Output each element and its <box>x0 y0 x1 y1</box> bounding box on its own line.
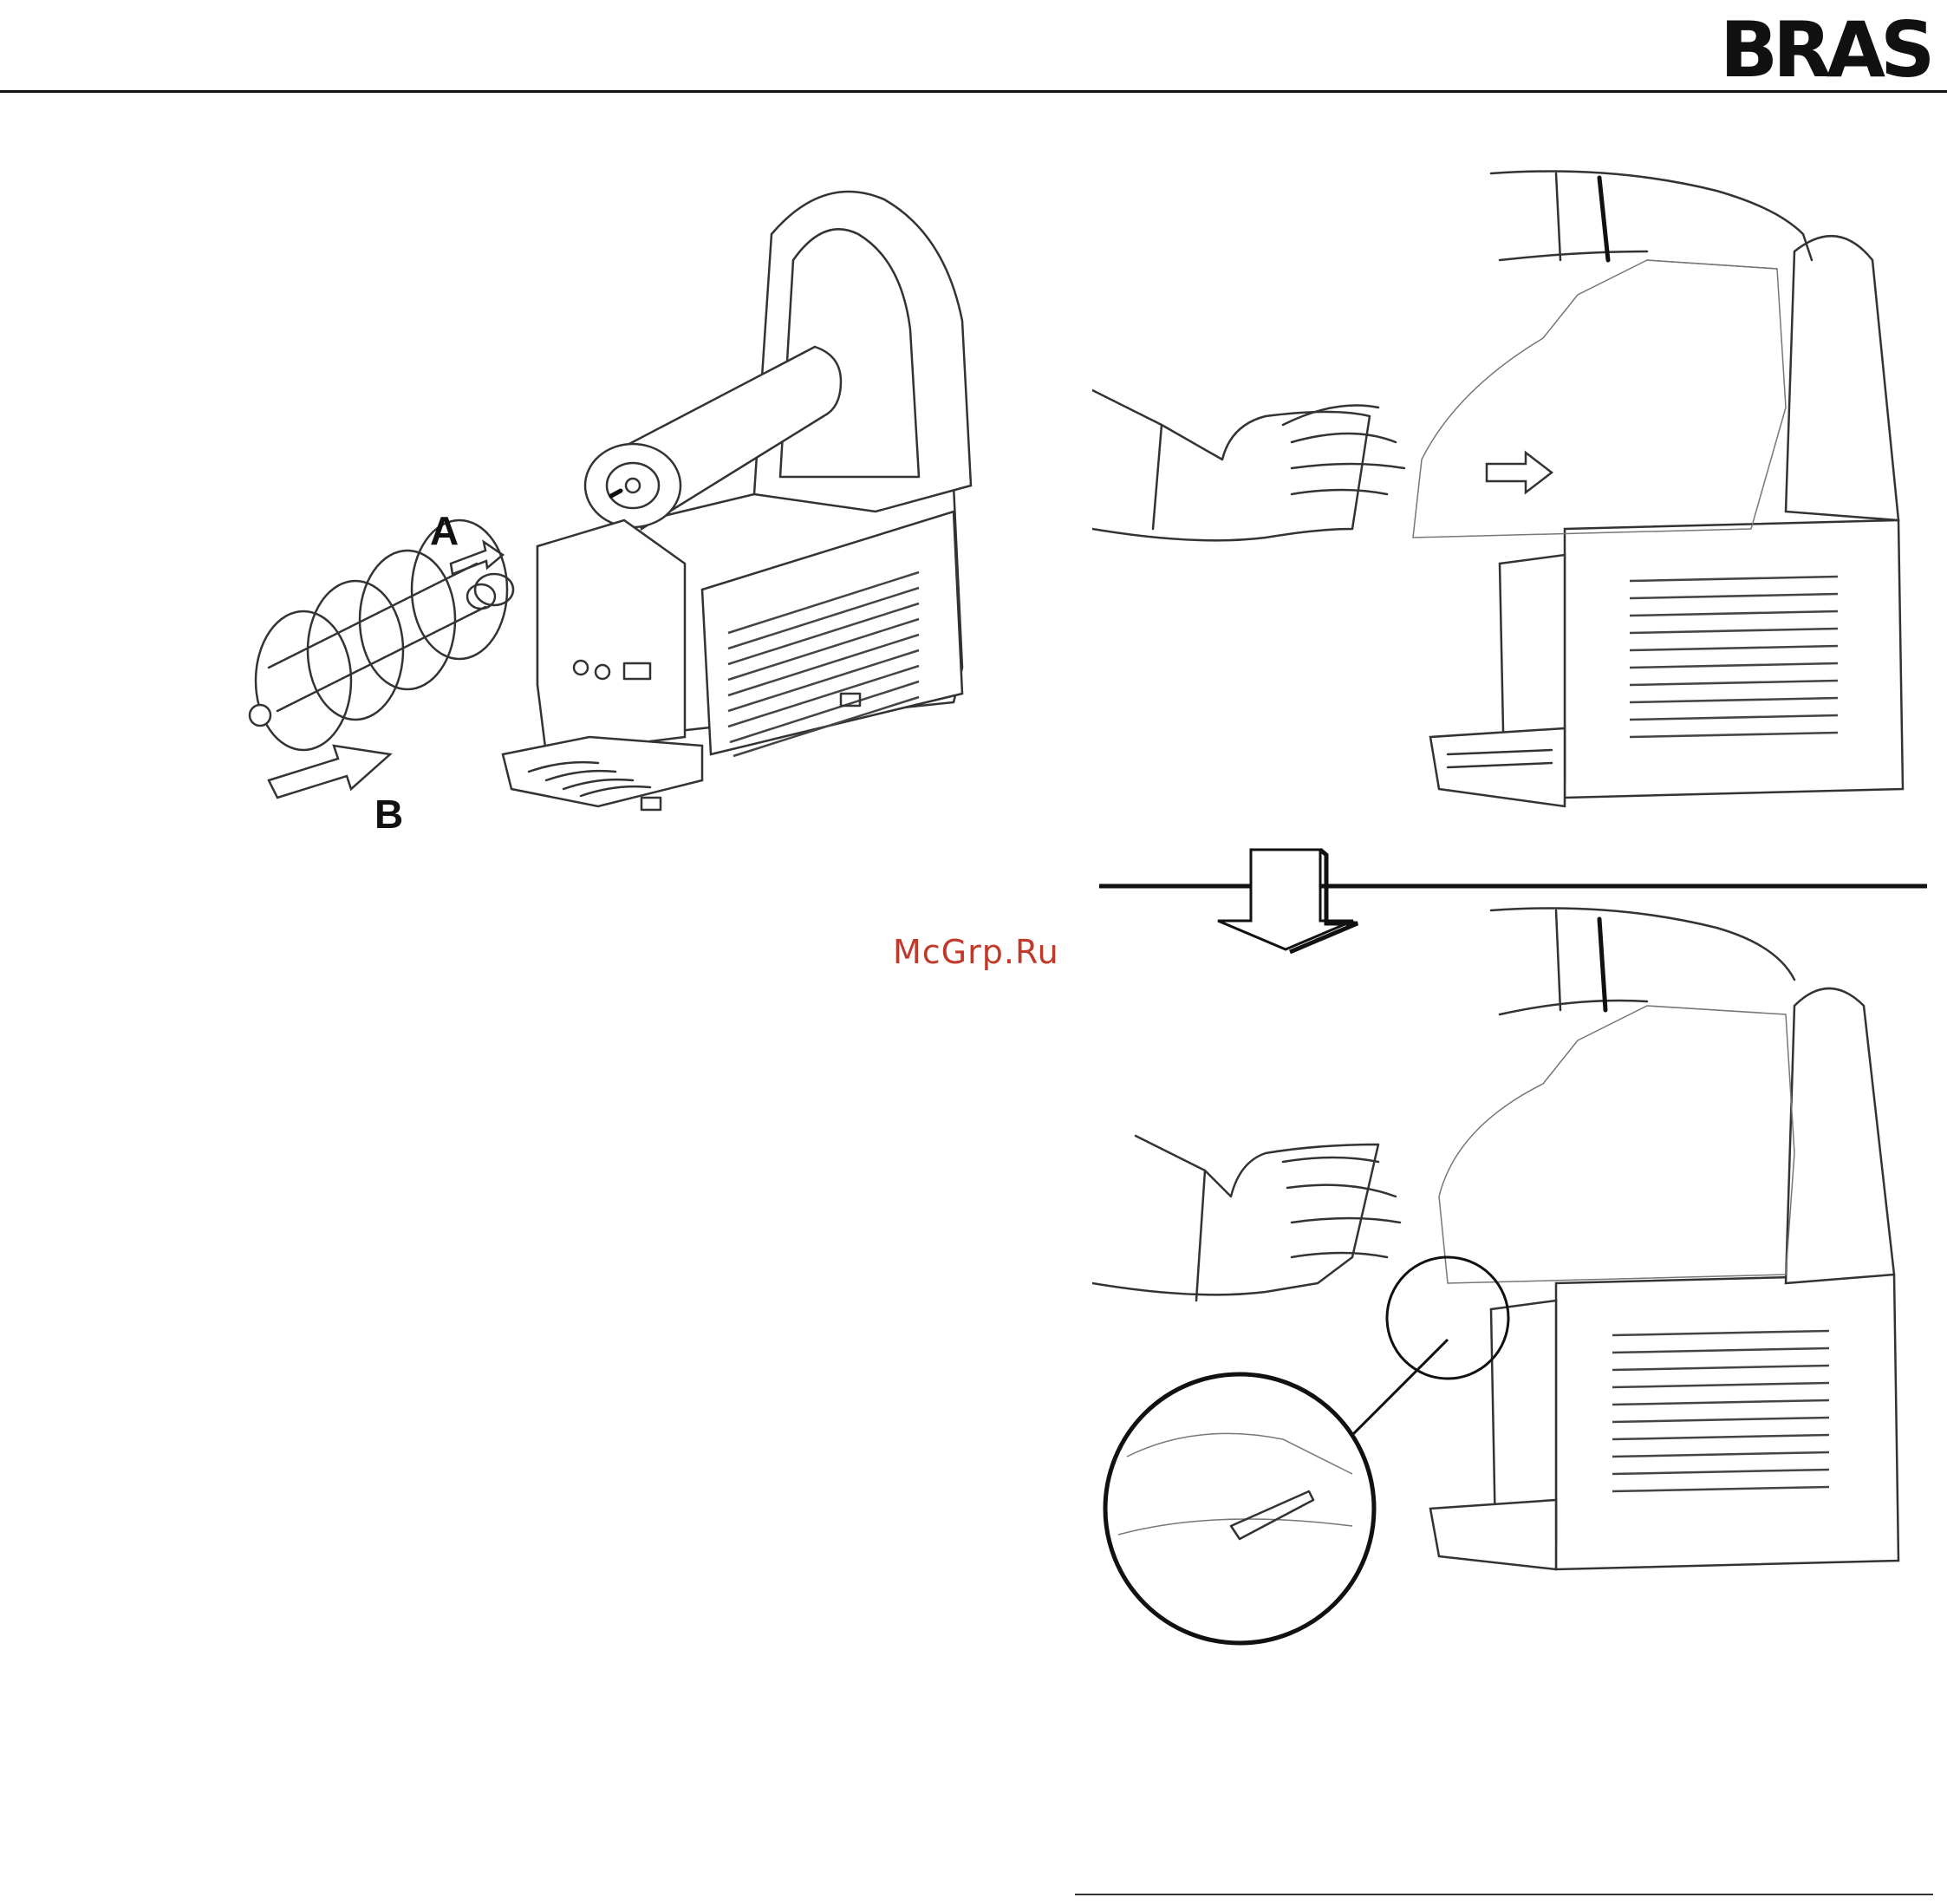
brand-logo-text: BRAS <box>1720 7 1930 85</box>
bowl-insertion-illustration <box>1092 165 1924 884</box>
mixer-spiral <box>250 520 507 750</box>
bowl-locked-illustration <box>1092 902 1924 1647</box>
header-divider <box>0 90 1947 93</box>
part-label-a: A <box>430 507 459 554</box>
exploded-machine-illustration <box>217 182 980 910</box>
footer-divider <box>1075 1894 1933 1895</box>
part-label-b: B <box>374 791 403 838</box>
bras-logo: BRAS <box>1716 7 1933 85</box>
watermark: McGrp.Ru <box>893 933 1059 971</box>
